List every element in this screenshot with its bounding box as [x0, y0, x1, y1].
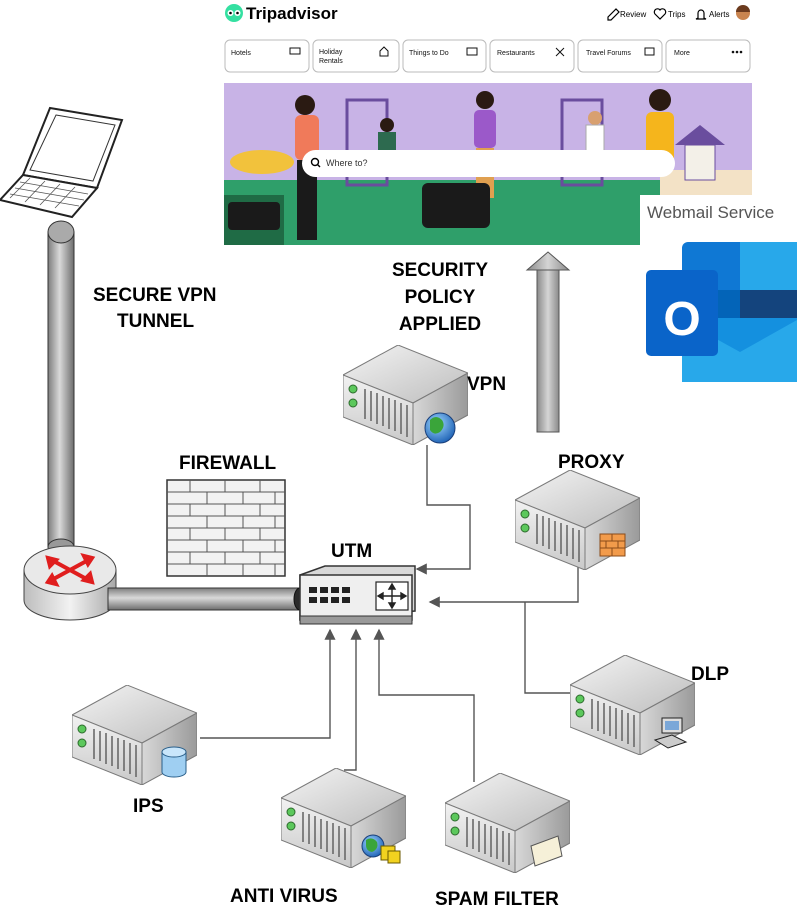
vpn-server-icon: [343, 345, 468, 445]
outlook-letter: O: [663, 293, 700, 346]
tab-holiday-rentals[interactable]: Holiday Rentals: [312, 39, 400, 73]
cutlery-icon: [555, 47, 565, 57]
label-policy-line1: SECURITY: [392, 260, 488, 281]
pencil-icon: [607, 8, 620, 21]
laptop-icon: [0, 106, 124, 219]
proxy-server-icon: [515, 470, 640, 570]
webmail-panel: Webmail Service O: [640, 195, 802, 390]
tab-holiday-rentals-label-2: Rentals: [319, 58, 343, 65]
webmail-title: Webmail Service: [647, 203, 774, 222]
tripadvisor-logo-text: Tripadvisor: [246, 4, 338, 23]
computer-icon: [653, 717, 688, 749]
label-policy-line2: POLICY: [405, 287, 476, 308]
antivirus-server-icon: [281, 768, 406, 868]
tab-hotels[interactable]: Hotels: [224, 39, 310, 73]
category-tabs: Hotels Holiday Rentals Things to Do Rest…: [224, 39, 751, 73]
label-vpn-tunnel-line1: SECURE VPN: [93, 285, 217, 306]
security-policy-arrow: [525, 251, 571, 433]
chat-icon: [644, 47, 655, 56]
label-vpn: VPN: [467, 374, 506, 395]
tab-holiday-rentals-label-1: Holiday: [319, 49, 343, 56]
envelope-icon: [530, 835, 563, 867]
spam-filter-server-icon: [445, 773, 570, 873]
tab-hotels-label: Hotels: [231, 50, 251, 57]
heart-icon: [653, 8, 667, 20]
label-vpn-tunnel-line2: TUNNEL: [117, 311, 194, 332]
nav-review[interactable]: Review: [607, 8, 646, 21]
router-utm-tube: [107, 587, 307, 611]
vpn-tunnel-tube: [47, 220, 75, 556]
database-icon: [161, 746, 187, 778]
search-bar[interactable]: Where to?: [302, 150, 675, 177]
nav-trips-label: Trips: [668, 10, 685, 19]
label-proxy: PROXY: [558, 452, 625, 473]
tab-restaurants-label: Restaurants: [497, 50, 535, 57]
utm-device-icon: [299, 565, 416, 625]
tripadvisor-owl-icon: [225, 4, 243, 22]
search-icon: [310, 157, 321, 168]
label-utm: UTM: [331, 541, 372, 562]
firewall-icon: [166, 479, 286, 577]
tab-things-to-do[interactable]: Things to Do: [402, 39, 487, 73]
bed-icon: [289, 47, 301, 55]
tab-more[interactable]: More: [665, 39, 751, 73]
shield-globe-icon: [361, 834, 401, 864]
bell-icon: [695, 9, 707, 20]
house-icon: [379, 46, 389, 57]
label-firewall: FIREWALL: [179, 453, 276, 474]
search-input[interactable]: Where to?: [326, 158, 368, 168]
dlp-server-icon: [570, 655, 695, 755]
tab-things-to-do-label: Things to Do: [409, 50, 449, 57]
label-dlp: DLP: [691, 664, 729, 685]
tab-travel-forums-label: Travel Forums: [586, 50, 631, 57]
tab-restaurants[interactable]: Restaurants: [489, 39, 575, 73]
label-spam-filter: SPAM FILTER: [435, 889, 559, 910]
globe-icon: [424, 412, 456, 444]
tab-travel-forums[interactable]: Travel Forums: [577, 39, 663, 73]
diagram-labels: SECURE VPN TUNNEL FIREWALL UTM VPN SECUR…: [93, 260, 729, 910]
more-dots-icon: [731, 50, 743, 54]
nav-review-label: Review: [620, 10, 646, 19]
label-ips: IPS: [133, 796, 164, 817]
tripadvisor-logo[interactable]: Tripadvisor: [225, 4, 338, 23]
avatar[interactable]: [736, 5, 750, 20]
nav-alerts-label: Alerts: [709, 10, 729, 19]
tab-more-label: More: [674, 50, 690, 57]
nav-alerts[interactable]: Alerts: [695, 9, 729, 20]
ticket-icon: [466, 47, 478, 56]
connection-lines: [200, 445, 585, 782]
outlook-logo: O: [646, 242, 797, 382]
label-antivirus: ANTI VIRUS: [230, 886, 338, 907]
brick-wall-icon: [599, 533, 626, 557]
ips-server-icon: [72, 685, 197, 785]
label-policy-line3: APPLIED: [399, 314, 481, 335]
router-icon: [23, 545, 117, 621]
nav-trips[interactable]: Trips: [653, 8, 685, 20]
